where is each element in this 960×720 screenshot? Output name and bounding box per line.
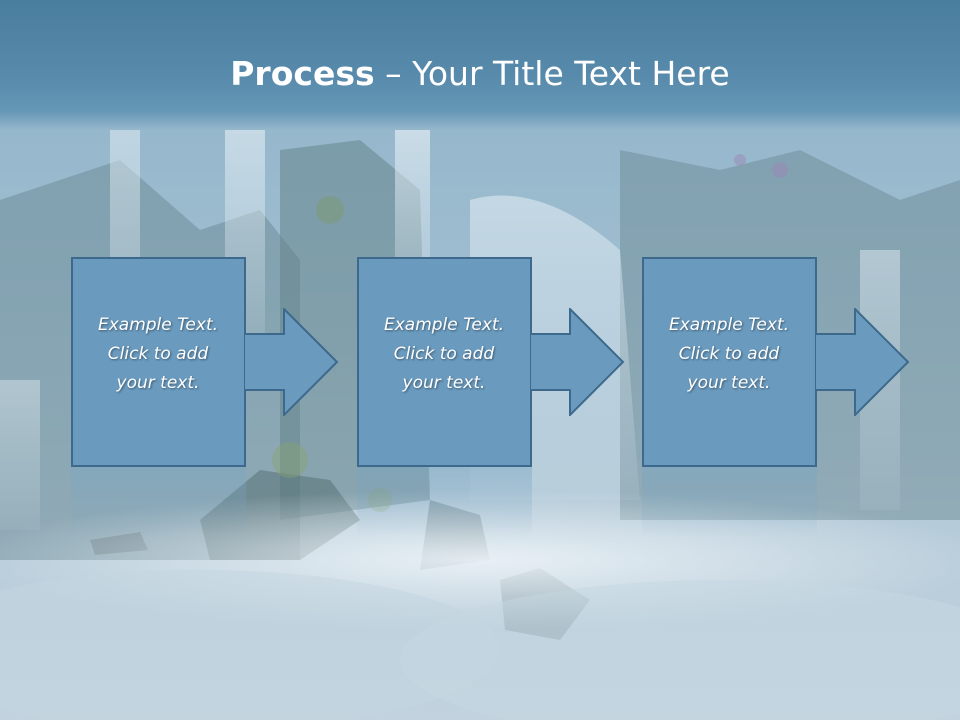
step-text[interactable]: Example Text. Click to add your text.	[361, 311, 527, 398]
process-step-1[interactable]: Example Text. Click to add your text.	[71, 257, 246, 537]
step-text-line-1: Example Text.	[383, 315, 505, 335]
title-bar	[0, 0, 960, 130]
process-arrow-2	[530, 308, 625, 416]
slide-title[interactable]: Process – Your Title Text Here	[0, 52, 960, 96]
step-text-line-2: Click to add	[393, 344, 495, 364]
step-box-shape	[71, 257, 246, 467]
process-step-3[interactable]: Example Text. Click to add your text.	[642, 257, 817, 537]
step-text-line-3: your text.	[687, 373, 771, 393]
step-text[interactable]: Example Text. Click to add your text.	[75, 311, 241, 398]
step-box-shape	[357, 257, 532, 467]
step-reflection	[71, 467, 246, 537]
step-reflection	[357, 467, 532, 537]
process-arrow-3	[815, 308, 910, 416]
title-rest-part: – Your Title Text Here	[374, 54, 730, 93]
step-text[interactable]: Example Text. Click to add your text.	[646, 311, 812, 398]
step-text-line-3: your text.	[402, 373, 486, 393]
step-reflection	[642, 467, 817, 537]
process-arrow-1	[244, 308, 339, 416]
step-text-line-2: Click to add	[678, 344, 780, 364]
process-step-2[interactable]: Example Text. Click to add your text.	[357, 257, 532, 537]
step-text-line-2: Click to add	[107, 344, 209, 364]
step-text-line-1: Example Text.	[97, 315, 219, 335]
step-box-shape	[642, 257, 817, 467]
title-bold-part: Process	[230, 54, 375, 93]
step-text-line-1: Example Text.	[668, 315, 790, 335]
step-text-line-3: your text.	[116, 373, 200, 393]
